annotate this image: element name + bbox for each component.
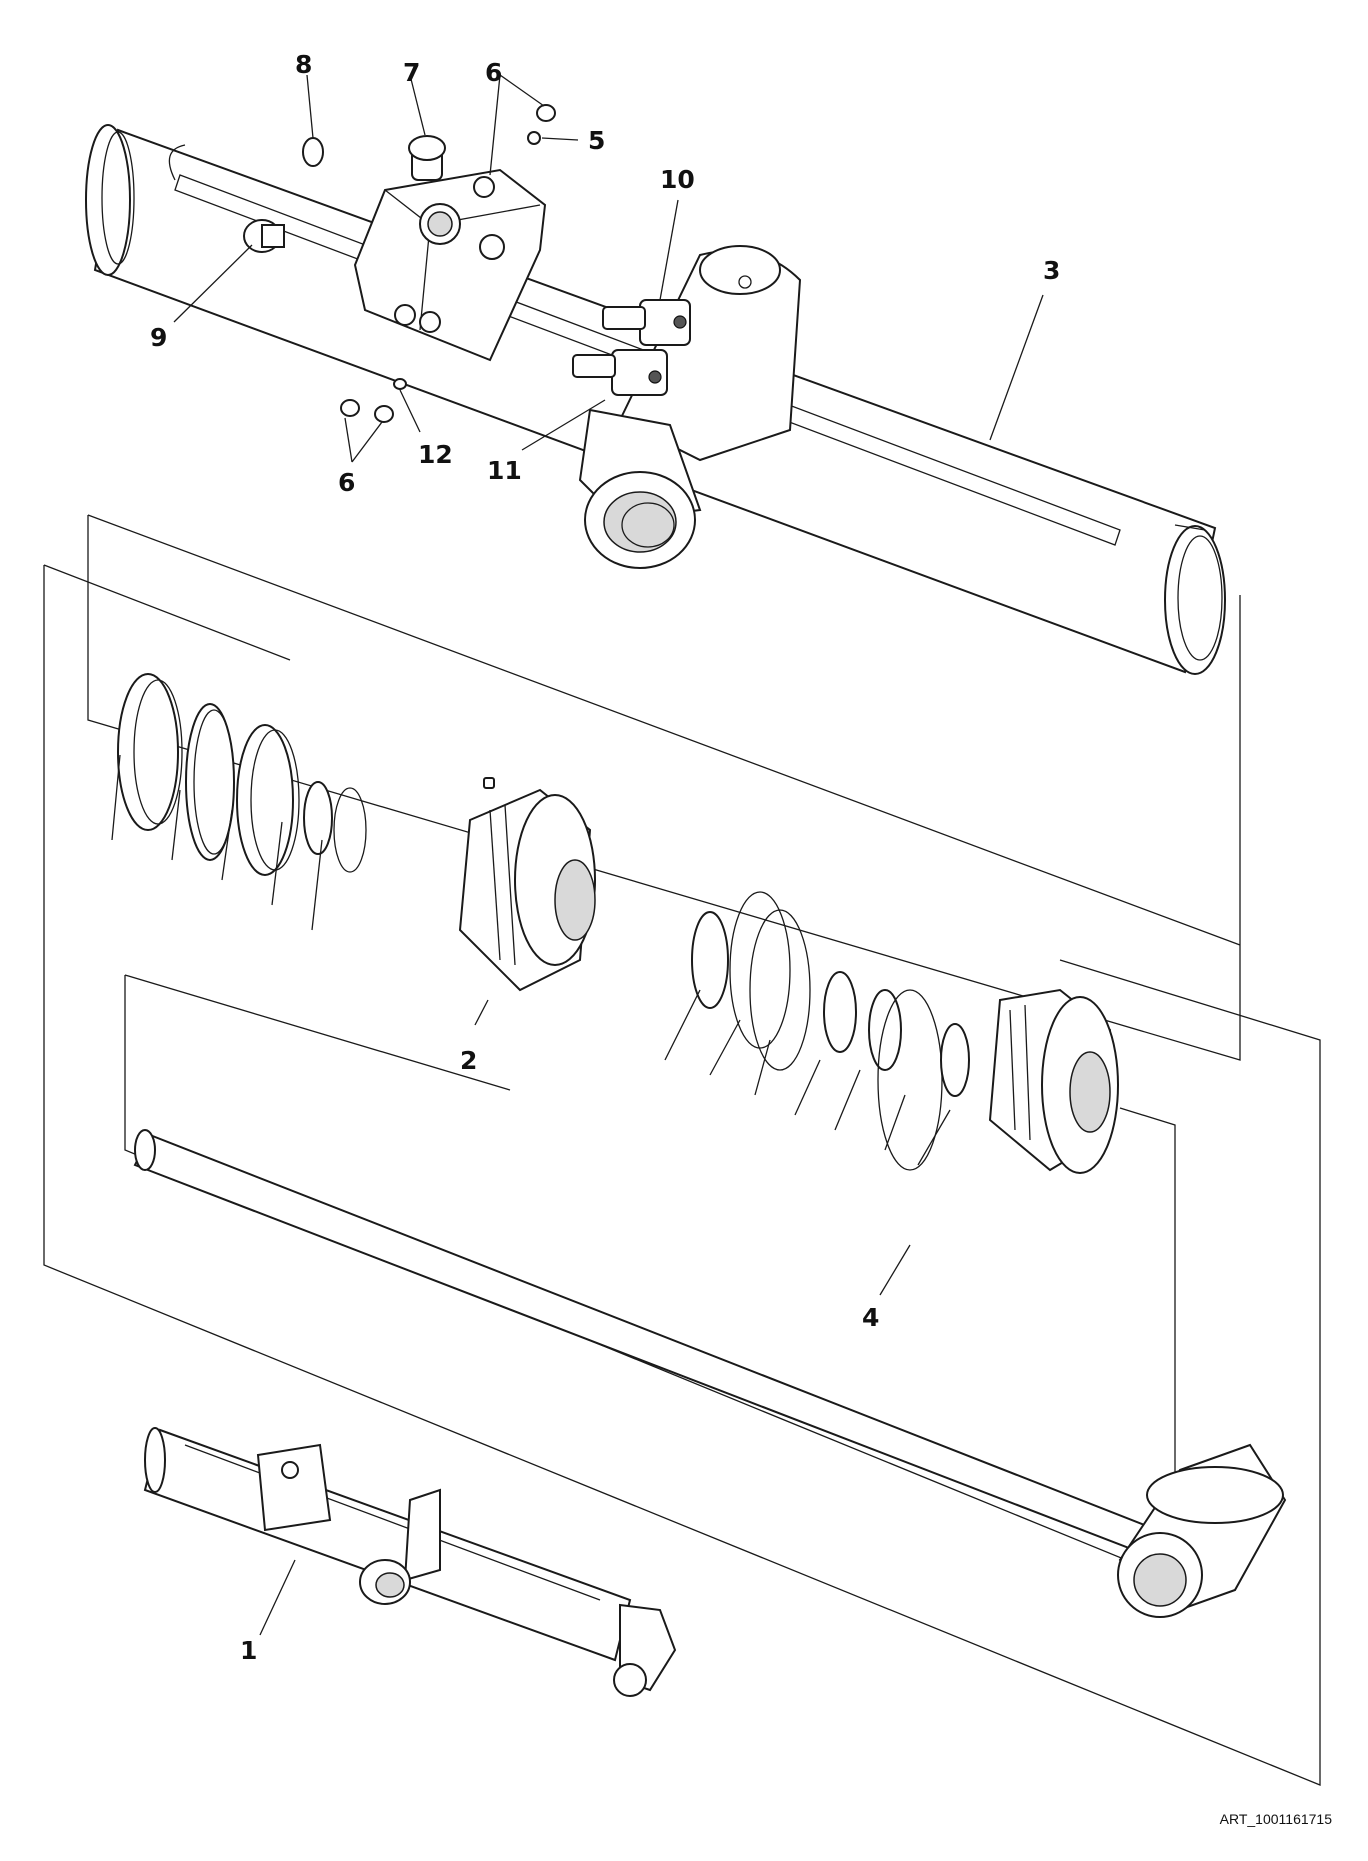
callout-12: 12 [418, 440, 453, 469]
callout-6-upper: 6 [485, 58, 503, 87]
callout-7: 7 [403, 58, 421, 87]
callout-5: 5 [588, 126, 606, 155]
callout-8: 8 [295, 50, 313, 79]
callout-3: 3 [1043, 256, 1061, 285]
piston-rod [1117, 1443, 1287, 1618]
cylinder-barrel [85, 104, 1226, 675]
callout-10: 10 [660, 165, 695, 194]
callout-11: 11 [487, 456, 522, 485]
seal-kit [117, 673, 1172, 1562]
callout-6-lower: 6 [338, 468, 356, 497]
art-id-label: ART_1001161715 [1219, 1811, 1332, 1827]
callout-2: 2 [460, 1046, 478, 1075]
leader-lines [111, 74, 1044, 1636]
callout-4: 4 [862, 1303, 880, 1332]
complete-assembly [143, 1427, 677, 1697]
callout-9: 9 [150, 323, 168, 352]
callout-1: 1 [240, 1636, 258, 1665]
